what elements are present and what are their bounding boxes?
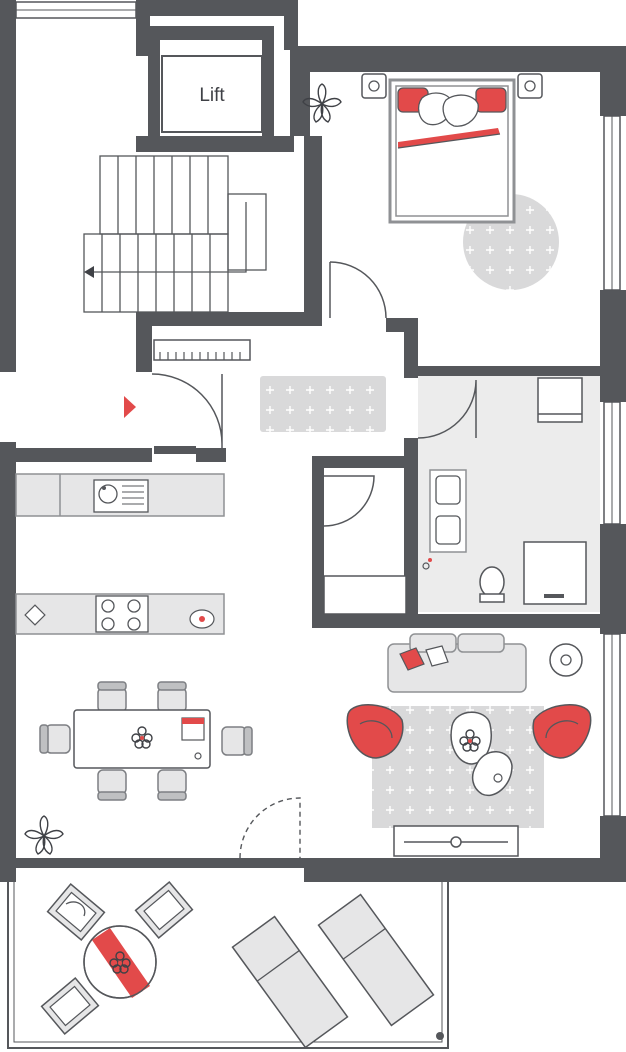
kitchen-counter bbox=[15, 473, 225, 517]
double-sink bbox=[429, 469, 467, 553]
kitchen-island bbox=[15, 593, 225, 635]
lift-label: Lift bbox=[199, 85, 225, 106]
staircase bbox=[83, 155, 267, 313]
entry-door bbox=[151, 373, 223, 448]
walls bbox=[0, 0, 626, 882]
sofa bbox=[387, 633, 527, 693]
toilet bbox=[479, 566, 505, 603]
sun-lounger-left bbox=[231, 915, 349, 1049]
washing-machine bbox=[537, 377, 583, 423]
double-bed bbox=[388, 78, 516, 224]
balcony bbox=[0, 858, 449, 1049]
armchair-left bbox=[346, 704, 404, 759]
bedroom-door bbox=[329, 261, 387, 319]
sun-lounger-right bbox=[317, 893, 435, 1027]
tv-sideboard bbox=[393, 825, 519, 857]
shower bbox=[523, 541, 587, 605]
floor-lamp bbox=[549, 643, 583, 677]
bathroom-door bbox=[417, 379, 477, 439]
closet-door bbox=[323, 475, 375, 527]
nightstand-left bbox=[361, 73, 387, 99]
armchair-right bbox=[532, 704, 592, 759]
nightstand-right bbox=[517, 73, 543, 99]
arrow-left-icon bbox=[84, 266, 94, 278]
balcony-door bbox=[239, 797, 301, 859]
balcony-chairs bbox=[40, 881, 194, 1035]
entry-triangle-icon bbox=[124, 396, 136, 418]
